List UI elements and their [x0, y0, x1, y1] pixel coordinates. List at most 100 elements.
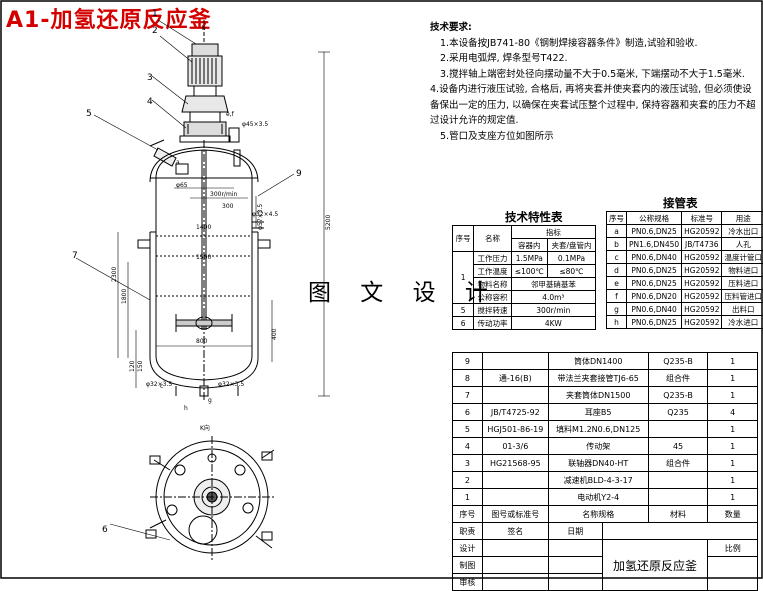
table-cell: 1 — [708, 370, 758, 387]
dim-400: 400 — [271, 328, 278, 340]
table-cell: 压料管进口 — [722, 290, 763, 303]
table-cell: f — [607, 290, 627, 303]
table-cell: 冷水出口 — [722, 225, 763, 238]
callout-2: 2 — [152, 26, 158, 36]
table-cell: HG20592 — [682, 303, 722, 316]
nozzle-table-title: 接管表 — [663, 195, 698, 211]
dim-150: 150 — [137, 360, 144, 372]
callout-3: 3 — [147, 73, 153, 83]
table-cell: HG20592 — [682, 251, 722, 264]
table-cell: 0.1MPa — [547, 252, 595, 265]
label-h: h — [184, 405, 188, 412]
dim-phi45: φ45×3.5 — [242, 121, 268, 128]
table-cell: a — [607, 225, 627, 238]
table-cell — [482, 353, 548, 370]
table-cell: JB/T4736 — [682, 238, 722, 251]
scale-label: 比例 — [708, 540, 758, 557]
dim-2300: 2300 — [111, 267, 118, 282]
table-cell: JB/T4725-92 — [482, 404, 548, 421]
table-cell — [648, 489, 708, 506]
table-cell: 4 — [708, 404, 758, 421]
callout-4: 4 — [147, 97, 153, 107]
table-header: 序号 — [453, 226, 474, 252]
table-cell: 1 — [708, 387, 758, 404]
technical-requirements: 技术要求: 1.本设备按JB741-80《钢制焊接容器条件》制造,试验和验收. … — [430, 20, 760, 144]
table-cell: 5 — [453, 421, 483, 438]
table-cell: 物料进口 — [722, 264, 763, 277]
label-a: a — [176, 159, 180, 166]
table-cell: 制图 — [453, 557, 483, 574]
table-header: 容器内 — [511, 239, 547, 252]
table-cell: PN0.6,DN20 — [627, 290, 682, 303]
table-cell: 9 — [453, 353, 483, 370]
bom-header-row: 序号 图号或标准号 名称规格 材料 数量 — [453, 506, 758, 523]
table-cell: c — [607, 251, 627, 264]
table-cell: d — [607, 264, 627, 277]
table-cell: Q235-B — [648, 387, 708, 404]
label-k: k — [202, 25, 206, 32]
table-cell: 1 — [708, 421, 758, 438]
table-cell: HG20592 — [682, 225, 722, 238]
table-cell: 联轴器DN40-HT — [548, 455, 648, 472]
table-header: 图号或标准号 — [482, 506, 548, 523]
table-cell: 3 — [453, 455, 483, 472]
tech-req-item: 1.本设备按JB741-80《钢制焊接容器条件》制造,试验和验收. — [430, 36, 760, 52]
dim-phi65: φ65 — [176, 182, 188, 189]
dim-height: 5200 — [325, 215, 332, 230]
dim-1400: 1400 — [196, 224, 211, 231]
table-cell: HG20592 — [682, 277, 722, 290]
table-cell: 01-3/6 — [482, 438, 548, 455]
table-cell — [482, 489, 548, 506]
table-cell: 2 — [453, 472, 483, 489]
table-cell: 冷水进口 — [722, 316, 763, 329]
table-header: 日期 — [548, 523, 602, 540]
table-header: 夹套/盘管内 — [547, 239, 595, 252]
table-cell: PN0.6,DN40 — [627, 303, 682, 316]
table-cell: 邻甲基硝基苯 — [511, 278, 595, 291]
table-header: 材料 — [648, 506, 708, 523]
table-cell: ≤80℃ — [547, 265, 595, 278]
dim-120: 120 — [129, 360, 136, 372]
table-cell: h — [607, 316, 627, 329]
table-cell: 45 — [648, 438, 708, 455]
table-cell: 1 — [453, 489, 483, 506]
table-cell: PN0.6,DN40 — [627, 251, 682, 264]
table-header: 签名 — [482, 523, 548, 540]
table-row: 1 工作压力 1.5MPa 0.1MPa — [453, 252, 596, 265]
table-cell: 7 — [453, 387, 483, 404]
table-cell: HG21568-95 — [482, 455, 548, 472]
table-cell: 减速机BLD-4-3-17 — [548, 472, 648, 489]
table-cell: 电动机Y2-4 — [548, 489, 648, 506]
table-cell: 1 — [708, 455, 758, 472]
tech-req-heading: 技术要求: — [430, 20, 760, 36]
table-cell: 温度计管口 — [722, 251, 763, 264]
dim-phi32-c: φ32×4.5 — [252, 211, 278, 218]
sign-row: 设计 加氢还原反应釜 比例 — [453, 540, 758, 557]
table-cell: 传动架 — [548, 438, 648, 455]
table-cell: 1.5MPa — [511, 252, 547, 265]
table-row: 1 电动机Y2-4 1 — [453, 489, 758, 506]
table-cell: 传动功率 — [474, 317, 511, 330]
callout-6: 6 — [102, 525, 108, 535]
table-cell: 压料进口 — [722, 277, 763, 290]
table-cell: 1 — [708, 489, 758, 506]
table-header: 公称规格 — [627, 212, 682, 225]
table-cell: 填料M1.2N0.6,DN125 — [548, 421, 648, 438]
table-cell: 1 — [708, 472, 758, 489]
callout-1: 1 — [152, 9, 158, 19]
table-row: 2 减速机BLD-4-3-17 1 — [453, 472, 758, 489]
table-cell: 筒体DN1400 — [548, 353, 648, 370]
callout-9: 9 — [296, 169, 302, 179]
watermark-text: 图 文 设 计 — [308, 273, 499, 307]
